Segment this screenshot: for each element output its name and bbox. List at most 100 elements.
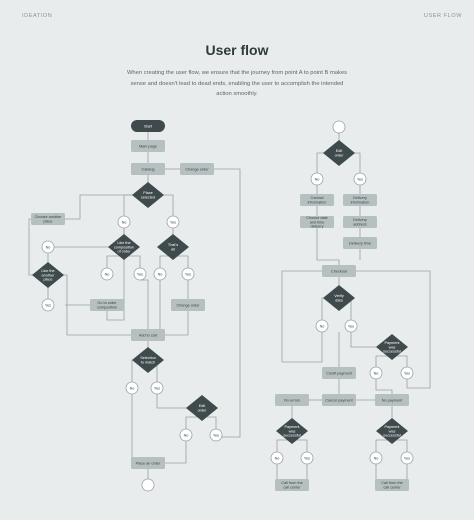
catalog-node[interactable]: Catalog: [131, 163, 165, 175]
yes-connector[interactable]: Yes: [209, 428, 223, 442]
page-title: User flow: [205, 42, 269, 58]
yes-connector[interactable]: Yes: [150, 381, 164, 395]
no-connector[interactable]: No: [179, 428, 193, 442]
connector-line: [392, 355, 408, 367]
place-an-order-node[interactable]: Place an order: [131, 457, 165, 469]
change-order-node[interactable]: Change order: [180, 163, 214, 175]
connector-line: [65, 194, 139, 220]
add-to-cart-node[interactable]: Add to cart: [131, 329, 165, 341]
yes-connector[interactable]: Yes: [166, 215, 180, 229]
connector-line: [173, 255, 189, 268]
yes-connector[interactable]: Yes: [133, 267, 147, 281]
page-subtitle: When creating the user flow, we ensure t…: [126, 70, 348, 97]
yes-connector[interactable]: Yes: [344, 319, 358, 333]
node-label: No: [315, 177, 320, 181]
checkout-node[interactable]: Checkout: [322, 265, 356, 277]
node-label: Yes: [304, 456, 310, 460]
node-label: Yes: [170, 220, 176, 224]
connector-line: [185, 416, 202, 429]
start-connector[interactable]: [332, 120, 346, 134]
node-label: Yes: [404, 456, 410, 460]
node-label: Change order: [185, 167, 209, 171]
node-label: No payment: [382, 398, 403, 402]
connector-line: [165, 311, 189, 336]
no-payment-node[interactable]: No payment: [375, 394, 409, 406]
node-label: Yes: [357, 177, 363, 181]
node-label: Delivery time: [349, 241, 371, 245]
node-label: Checkout: [331, 269, 348, 273]
yes-connector[interactable]: Yes: [41, 298, 55, 312]
connector-line: [131, 394, 133, 464]
yes-connector[interactable]: Yes: [400, 451, 414, 465]
connector-line: [392, 439, 408, 452]
yes-connector[interactable]: Yes: [400, 366, 414, 380]
connector-line: [124, 255, 141, 268]
start-node[interactable]: Start: [131, 120, 165, 132]
node-label: No: [275, 456, 280, 460]
delivery-time-node[interactable]: Delivery time: [343, 237, 377, 249]
no-connector[interactable]: No: [369, 451, 383, 465]
cancel-payment-node[interactable]: Cancel payment: [322, 394, 356, 406]
no-connector[interactable]: No: [369, 366, 383, 380]
connector-line: [375, 355, 392, 367]
node-label: No: [374, 456, 379, 460]
top-bar: IDEATION USER FLOW: [0, 0, 474, 28]
no-connector[interactable]: No: [270, 451, 284, 465]
node-label: No: [122, 220, 127, 224]
end-connector[interactable]: [141, 478, 155, 492]
node-label: Place an order: [136, 461, 161, 465]
brand-label[interactable]: IDEATION: [22, 13, 53, 19]
main-page-node[interactable]: Main page: [131, 140, 165, 152]
no-connector[interactable]: No: [315, 319, 329, 333]
connector-line: [214, 168, 241, 438]
no-connector[interactable]: No: [310, 172, 324, 186]
connector-line: [356, 270, 431, 389]
node-label: Yes: [348, 324, 354, 328]
yes-connector[interactable]: Yes: [181, 267, 195, 281]
node-label: Fix errors: [284, 398, 300, 402]
connector-line: [350, 332, 383, 348]
node-label: Add to cart: [139, 333, 158, 337]
no-connector[interactable]: No: [125, 381, 139, 395]
node-label: No: [320, 324, 325, 328]
no-connector[interactable]: No: [153, 267, 167, 281]
node-label: No: [184, 433, 189, 437]
fix-errors-node[interactable]: Fix errors: [275, 394, 309, 406]
credit-payment-node[interactable]: Credit payment: [322, 367, 356, 379]
node-label: Catalog: [141, 167, 154, 171]
yes-connector[interactable]: Yes: [353, 172, 367, 186]
connector-line: [375, 379, 393, 394]
no-connector[interactable]: No: [117, 215, 131, 229]
no-connector[interactable]: No: [41, 240, 55, 254]
no-connector[interactable]: No: [100, 267, 114, 281]
section-label[interactable]: USER FLOW: [423, 13, 462, 19]
change-order-node[interactable]: Change order: [171, 299, 205, 311]
yes-connector[interactable]: Yes: [300, 451, 314, 465]
